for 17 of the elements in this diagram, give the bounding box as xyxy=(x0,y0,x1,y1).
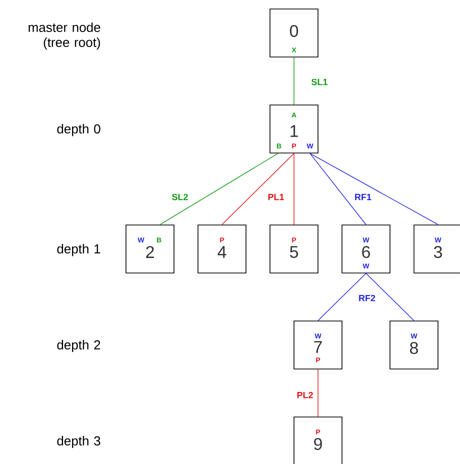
edge-label: RF2 xyxy=(359,294,376,302)
depth-label: depth 0 xyxy=(57,124,100,136)
edge-label: SL1 xyxy=(311,78,328,86)
connector-line xyxy=(160,153,278,225)
depth-label: master node (tree root) xyxy=(28,22,100,50)
depth-label: depth 3 xyxy=(57,436,100,448)
depth-label: depth 2 xyxy=(57,340,100,352)
connector-line xyxy=(310,153,438,225)
edge-label: PL2 xyxy=(297,392,313,398)
connector-line xyxy=(222,153,294,225)
edge-label: RF1 xyxy=(355,194,372,200)
edge-label: SL2 xyxy=(172,194,188,200)
depth-label: depth 1 xyxy=(57,244,100,256)
connector-line xyxy=(318,273,366,321)
edge-label: PL1 xyxy=(268,194,284,200)
connector-line xyxy=(310,153,366,225)
connector-line xyxy=(366,273,414,321)
